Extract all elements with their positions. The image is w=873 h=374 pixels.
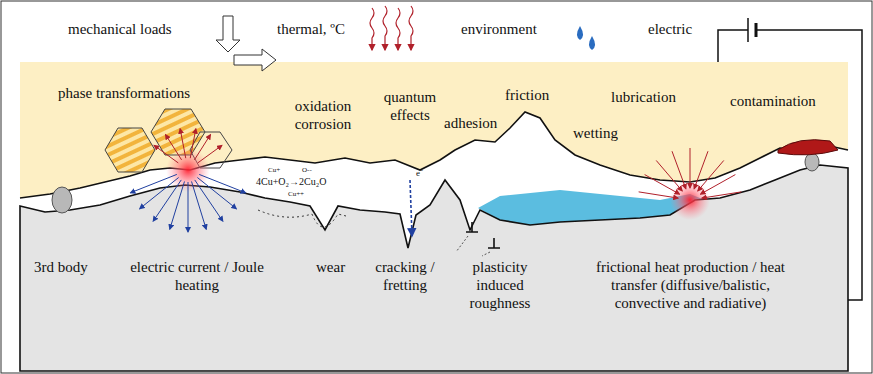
- heat-ray: [190, 129, 196, 158]
- heat-ray: [165, 135, 181, 160]
- heat-ray: [194, 135, 210, 160]
- heat-ray: [188, 182, 189, 232]
- oxidation-label: oxidation corrosion: [280, 97, 366, 133]
- heat-ray: [170, 181, 185, 229]
- heat-ray: [702, 192, 742, 198]
- third-body-label: 3rd body: [34, 258, 88, 276]
- joule-label: electric current / Joule heating: [128, 258, 266, 294]
- quantum-label: quantum effects: [372, 88, 448, 124]
- wear-label: wear: [316, 258, 345, 276]
- heat-ray: [198, 145, 222, 163]
- wetting-label: wetting: [573, 124, 618, 142]
- heat-ray: [140, 178, 179, 209]
- heat-ray: [698, 160, 724, 190]
- heat-ray: [645, 175, 680, 195]
- contamination-label: contamination: [730, 92, 816, 110]
- heat-ray: [130, 174, 176, 192]
- heat-ray: [180, 129, 186, 158]
- lubrication-label: lubrication: [611, 88, 676, 106]
- heat-ray: [672, 151, 686, 189]
- heat-ray: [700, 175, 735, 195]
- heat-ray: [199, 174, 245, 192]
- ion-label: O--: [302, 166, 312, 174]
- load-label: mechanical loads: [68, 20, 172, 38]
- thermal-label: thermal, ºC: [277, 20, 345, 38]
- phase-label: phase transformations: [58, 84, 190, 102]
- ion-label: Cu++: [288, 190, 304, 198]
- heat-label: frictional heat production / heat transf…: [588, 258, 793, 312]
- environment-label: environment: [461, 20, 537, 38]
- reaction-formula: 4Cu+O₂→2Cu₂O: [256, 176, 326, 188]
- ion-label: Cu+: [268, 166, 280, 174]
- heat-ray: [639, 192, 679, 198]
- adhesion-label: adhesion: [444, 114, 497, 132]
- heat-ray: [694, 151, 708, 189]
- plasticity-label: plasticity induced roughness: [456, 258, 544, 312]
- heat-ray: [195, 180, 223, 221]
- heat-ray: [192, 181, 207, 229]
- cracking-label: cracking / fretting: [364, 258, 446, 294]
- electric-label: electric: [648, 20, 692, 38]
- heat-ray: [154, 145, 178, 163]
- heat-ray: [690, 148, 691, 188]
- heat-ray: [656, 160, 682, 190]
- electron-label: e⁻: [416, 168, 423, 179]
- friction-label: friction: [505, 86, 549, 104]
